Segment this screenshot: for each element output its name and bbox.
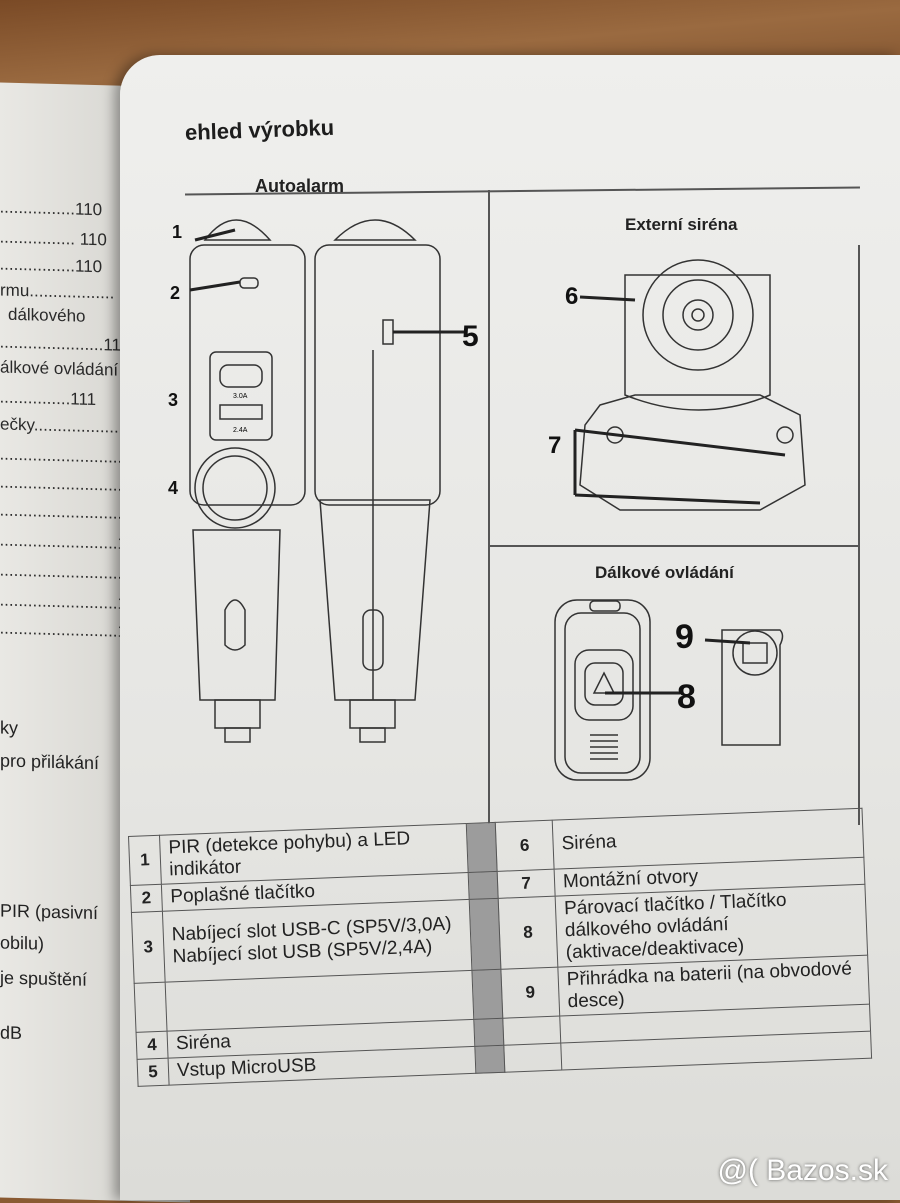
frame-right-line xyxy=(858,245,860,825)
callout-7: 7 xyxy=(548,432,562,459)
legend-number: 9 xyxy=(500,967,560,1019)
legend-text: Párovací tlačítko / Tlačítko dálkového o… xyxy=(555,884,868,968)
legend-number: 4 xyxy=(136,1031,169,1060)
toc-line: ..................110 xyxy=(0,197,103,220)
toc-line: .................. 110 xyxy=(0,227,107,250)
frame-divider-horizontal xyxy=(488,545,860,547)
legend-number: 3 xyxy=(131,911,166,984)
body-text-line: je spuštění xyxy=(0,967,88,990)
callout-9: 9 xyxy=(675,618,694,656)
bazos-watermark: @( Bazos.sk xyxy=(717,1154,889,1187)
callout-4: 4 xyxy=(168,478,179,498)
legend-number: 5 xyxy=(137,1058,170,1087)
callout-5: 5 xyxy=(462,320,479,353)
legend-separator xyxy=(473,1018,504,1047)
legend-table: 1 PIR (detekce pohybu) a LED indikátor 6… xyxy=(128,808,872,1087)
body-text-line: PIR (pasivní xyxy=(0,900,99,924)
callout-1: 1 xyxy=(172,222,183,242)
toc-line: ........................111 xyxy=(0,332,130,355)
legend-number xyxy=(134,982,168,1033)
body-text-line: pro přilákání xyxy=(0,750,100,774)
usb-a-rating: 2.4A xyxy=(233,427,248,434)
remote-title: Dálkové ovládání xyxy=(595,563,734,582)
toc-line: dálkového xyxy=(8,304,86,326)
toc-line: .................111 xyxy=(0,387,97,410)
callout-3: 3 xyxy=(168,390,179,410)
callout-2: 2 xyxy=(170,283,181,303)
autoalarm-title: Autoalarm xyxy=(255,176,345,196)
body-text-line: ky xyxy=(0,717,18,738)
legend-separator xyxy=(474,1045,505,1074)
legend-number xyxy=(502,1016,561,1046)
callout-6: 6 xyxy=(565,283,579,310)
legend-separator xyxy=(468,871,499,900)
remote-control-illustration xyxy=(554,599,784,781)
legend-number: 7 xyxy=(497,869,556,899)
external-siren-illustration xyxy=(573,259,806,511)
usb-c-rating: 3.0A xyxy=(233,393,248,400)
legend-separator xyxy=(466,822,498,873)
callout-8: 8 xyxy=(677,678,696,716)
legend-number: 8 xyxy=(498,896,558,970)
section-title: ehled výrobku xyxy=(184,114,335,145)
legend-number: 2 xyxy=(130,884,163,913)
legend-separator xyxy=(471,969,503,1020)
body-text-line: dB xyxy=(0,1022,23,1044)
legend-text: Nabíjecí slot USB-C (SP5V/3,0A) Nabíjecí… xyxy=(162,899,472,983)
siren-title: Externí siréna xyxy=(625,215,738,234)
frame-divider-vertical xyxy=(488,190,490,840)
legend-number: 1 xyxy=(128,835,162,886)
legend-number xyxy=(503,1043,562,1073)
autoalarm-illustration: 3.0A 2.4A xyxy=(189,219,465,743)
toc-line: ..................110 xyxy=(0,254,103,277)
manual-page xyxy=(120,55,900,1200)
legend-number: 6 xyxy=(495,820,555,872)
toc-line: álkové ovládání xyxy=(0,357,119,380)
body-text-line: obilu) xyxy=(0,932,45,954)
legend-separator xyxy=(469,898,501,971)
